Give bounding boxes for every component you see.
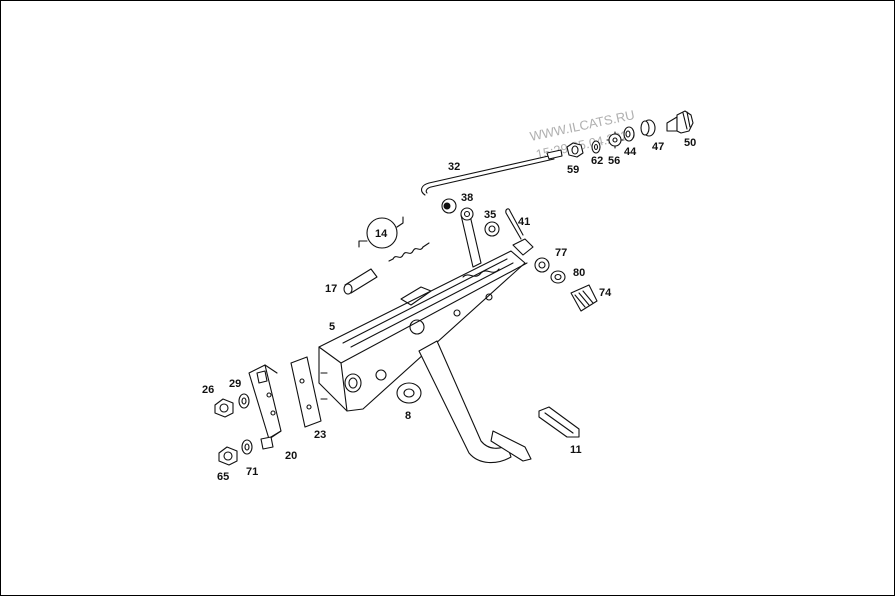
part-23-plate[interactable] xyxy=(290,356,322,428)
callout-56: 56 xyxy=(608,155,620,167)
callout-29: 29 xyxy=(229,378,241,390)
part-59-nut[interactable] xyxy=(566,142,584,158)
part-38-bush[interactable] xyxy=(441,198,457,214)
callout-23: 23 xyxy=(314,429,326,441)
part-50-knob[interactable] xyxy=(666,110,694,134)
callout-71: 71 xyxy=(246,466,258,478)
part-47-bushing[interactable] xyxy=(640,119,656,137)
callout-8: 8 xyxy=(405,410,411,422)
callout-35: 35 xyxy=(484,209,496,221)
callout-20: 20 xyxy=(285,450,297,462)
callout-77: 77 xyxy=(555,247,567,259)
callout-26: 26 xyxy=(202,384,214,396)
callout-50: 50 xyxy=(684,137,696,149)
pedal-arm xyxy=(418,340,532,464)
callout-65: 65 xyxy=(217,471,229,483)
callout-47: 47 xyxy=(652,141,664,153)
part-11-pedal-pad[interactable] xyxy=(538,406,580,438)
linkage-arm xyxy=(460,207,482,268)
callout-62: 62 xyxy=(591,155,603,167)
part-29-washer[interactable] xyxy=(238,393,250,409)
part-5-pedal-bracket[interactable] xyxy=(318,238,534,412)
callout-38: 38 xyxy=(461,192,473,204)
part-74-bolt[interactable] xyxy=(570,284,598,312)
part-62-washer[interactable] xyxy=(591,140,601,154)
part-80-lock-washer[interactable] xyxy=(550,270,566,284)
part-32-rod[interactable] xyxy=(420,149,563,196)
callout-59: 59 xyxy=(567,164,579,176)
part-56-lock-washer[interactable] xyxy=(606,131,624,149)
part-17-pin[interactable] xyxy=(343,268,378,295)
part-8-bushing[interactable] xyxy=(396,382,422,404)
callout-17: 17 xyxy=(325,283,337,295)
part-26-nut[interactable] xyxy=(214,398,234,418)
callout-14: 14 xyxy=(375,228,388,240)
part-77-washer[interactable] xyxy=(534,257,550,273)
part-20-bracket[interactable] xyxy=(248,364,282,450)
part-41-cotter-pin[interactable] xyxy=(505,208,524,240)
part-44-washer[interactable] xyxy=(623,126,635,142)
callout-11: 11 xyxy=(570,444,582,456)
callout-32: 32 xyxy=(448,161,460,173)
part-14-spring-assembly[interactable] xyxy=(358,216,430,262)
callout-74: 74 xyxy=(599,287,612,299)
callout-41: 41 xyxy=(518,216,530,228)
part-35-washer[interactable] xyxy=(484,221,500,237)
part-71-washer[interactable] xyxy=(241,439,253,455)
callout-44: 44 xyxy=(624,146,637,158)
part-65-nut[interactable] xyxy=(218,446,238,466)
callout-80: 80 xyxy=(573,267,585,279)
callout-5: 5 xyxy=(329,321,335,333)
